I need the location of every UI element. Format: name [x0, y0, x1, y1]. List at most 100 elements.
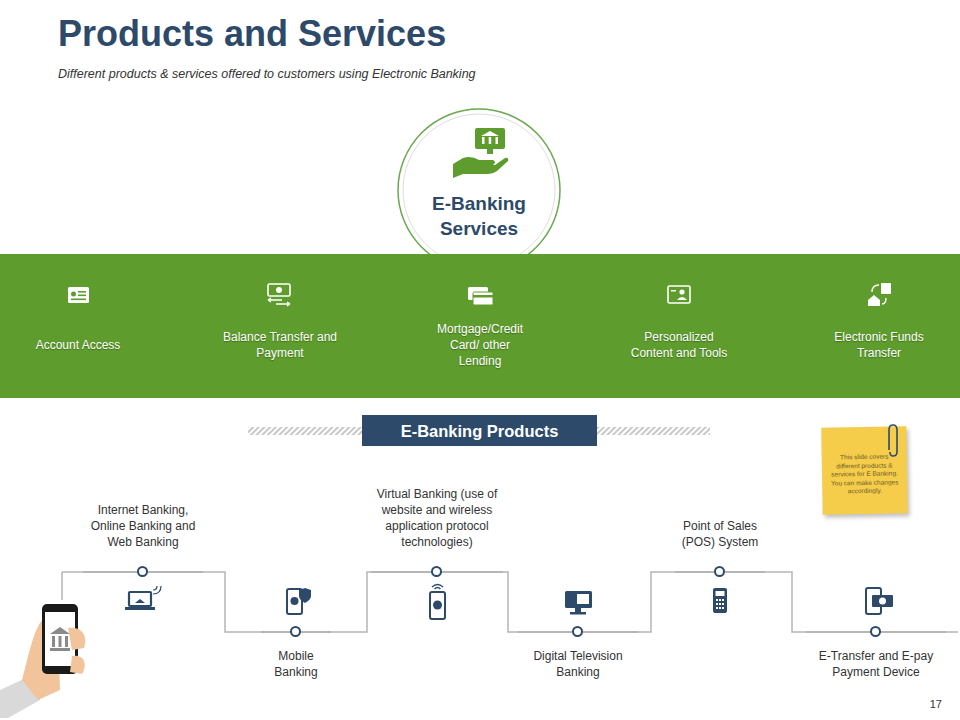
finger	[70, 656, 85, 674]
hand	[22, 618, 60, 700]
timeline-dot	[431, 566, 442, 577]
phone-screen	[45, 612, 75, 666]
timeline-dot	[137, 566, 148, 577]
product-item: Internet Banking, Online Banking and Web…	[83, 502, 203, 580]
bank-column	[496, 137, 499, 144]
timeline-connector	[203, 572, 261, 632]
bank-roof	[481, 131, 499, 136]
page-number: 17	[930, 698, 942, 710]
services-circle: E-Banking Services	[397, 108, 561, 272]
product-item: E-Transfer and E-pay Payment Device	[806, 624, 946, 680]
bank-column	[59, 636, 62, 647]
banknote	[872, 595, 893, 607]
product-item: Mobile Banking	[261, 624, 331, 680]
timeline-stub	[61, 572, 63, 600]
product-item: Virtual Banking (use of website and wire…	[371, 486, 503, 580]
mobile-icon	[287, 588, 311, 614]
product-name: Internet Banking, Online Banking and Web…	[83, 502, 203, 550]
monitor-stand	[487, 149, 493, 154]
phone-outline	[866, 588, 881, 614]
service-name: Personalized Content and Tools	[629, 329, 729, 361]
spacer	[806, 640, 946, 648]
coin	[433, 601, 442, 610]
timeline-point	[371, 564, 503, 580]
phone-outline	[287, 589, 302, 614]
timeline-connector	[638, 572, 675, 632]
hatched-bar	[597, 427, 710, 435]
timeline-stub	[945, 631, 958, 633]
terminal-screen	[716, 591, 725, 596]
pos-terminal-icon	[713, 588, 727, 613]
timeline-stub	[62, 571, 84, 573]
timeline-dot	[870, 626, 881, 637]
product-name: Virtual Banking (use of website and wire…	[371, 486, 503, 550]
payment-device-icon	[866, 588, 893, 614]
bank-base	[50, 648, 70, 651]
inner-ring	[403, 114, 555, 266]
product-name: Point of Sales (POS) System	[675, 518, 765, 550]
banknote-coin	[879, 598, 886, 605]
bank-mark	[135, 599, 145, 603]
terminal-body	[713, 588, 727, 613]
bank-column	[65, 636, 68, 647]
slide-caption: Different products & services offered to…	[58, 67, 476, 81]
timeline-point	[518, 624, 638, 640]
timeline-dot	[572, 626, 583, 637]
circle-outline	[397, 108, 561, 272]
phone-body	[42, 604, 78, 674]
wifi-arcs	[153, 586, 161, 594]
service-name: Mortgage/Credit Card/ other Lending	[430, 321, 530, 369]
tv-screen	[565, 591, 592, 608]
product-name: Mobile Banking	[261, 648, 331, 680]
outer-ring	[398, 109, 560, 271]
laptop-base	[125, 607, 155, 610]
television-icon	[565, 591, 592, 615]
product-item: Point of Sales (POS) System	[675, 518, 765, 580]
timeline-point	[83, 564, 203, 580]
note-text: This slide covers different products & s…	[829, 452, 901, 496]
virtual-phone-icon	[430, 585, 445, 620]
circle-title: E-Banking Services	[419, 191, 539, 241]
service-name: Account Access	[13, 337, 143, 353]
timeline-connector	[503, 572, 518, 632]
laptop-screen	[129, 592, 151, 606]
bank-column	[482, 137, 485, 144]
product-name: E-Transfer and E-pay Payment Device	[806, 648, 946, 680]
timeline-connector	[331, 572, 371, 632]
service-name: Balance Transfer and Payment	[215, 329, 345, 361]
timeline-dot	[290, 626, 301, 637]
shield	[299, 588, 311, 603]
sleeve	[0, 676, 40, 718]
services-band: Account Access Balance Transfer and Payme…	[0, 254, 960, 398]
timeline-point	[675, 564, 765, 580]
section-header: E-Banking Products	[362, 421, 597, 441]
terminal-keys	[716, 599, 724, 609]
bank-column	[52, 636, 55, 647]
laptop-icon	[125, 586, 161, 610]
coin	[291, 597, 299, 605]
slide-title: Products and Services	[58, 13, 446, 55]
tv-foot	[570, 612, 586, 615]
spacer	[518, 640, 638, 648]
phone-outline	[430, 592, 445, 619]
monitor	[475, 128, 505, 149]
sticky-note: This slide covers different products & s…	[821, 426, 908, 514]
spacer	[675, 550, 765, 564]
service-name: Electronic Funds Transfer	[814, 329, 944, 361]
product-name: Digital Television Banking	[518, 648, 638, 680]
phone-illustration	[0, 604, 85, 718]
hatched-bar	[248, 427, 362, 435]
tv-stand	[575, 608, 581, 613]
spacer	[371, 550, 503, 564]
thumb	[68, 628, 85, 650]
spacer	[261, 640, 331, 648]
spacer	[83, 550, 203, 564]
timeline-dot	[714, 566, 725, 577]
product-item: Digital Television Banking	[518, 624, 638, 680]
wifi-arcs	[432, 585, 443, 590]
timeline-point	[806, 624, 946, 640]
timeline-point	[261, 624, 331, 640]
tv-card	[577, 594, 589, 604]
bank-column	[489, 137, 492, 144]
